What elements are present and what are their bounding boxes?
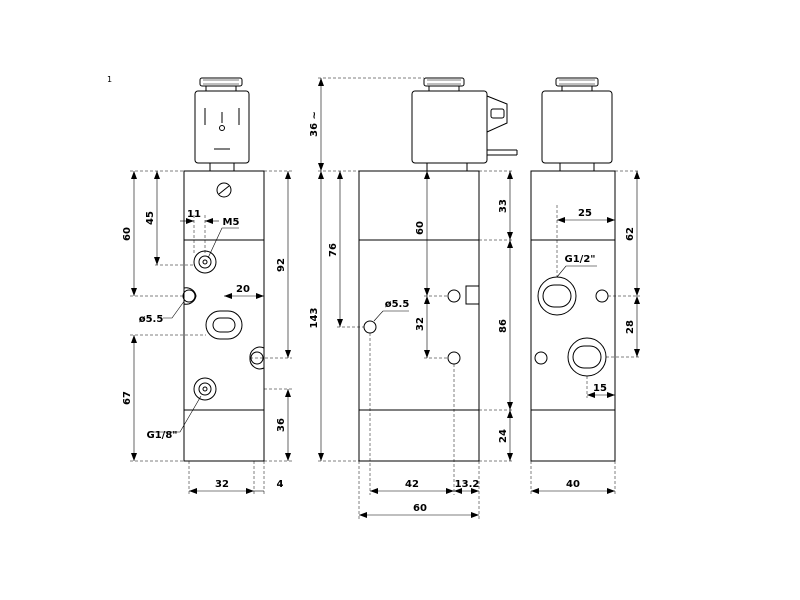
- dim-28-right: 28: [625, 320, 636, 334]
- manual-override-screw: [216, 182, 232, 198]
- dim-25-right: 25: [578, 208, 592, 219]
- dim-36-front: 36: [276, 418, 287, 432]
- dim-15-right: 15: [593, 383, 607, 394]
- dim-32-front: 32: [215, 479, 229, 490]
- side-valve-body: [358, 170, 480, 462]
- g12-port-lower: [567, 337, 607, 377]
- dim-60-side-bottom: 60: [413, 503, 427, 514]
- side-mounting-hole: [363, 320, 377, 334]
- dim-32-side: 32: [415, 317, 426, 331]
- side-coil: [411, 90, 488, 164]
- dim-20-front: 20: [236, 284, 250, 295]
- front-valve-body: [183, 170, 265, 462]
- right-view: 25 62 G1/2" 28 15 40: [530, 77, 640, 495]
- thread-m5-label: M5: [223, 217, 240, 228]
- dim-40-right: 40: [566, 479, 580, 490]
- dim-4-front: 4: [277, 479, 284, 490]
- g18-port: [193, 377, 217, 401]
- dim-60-side-top: 60: [415, 221, 426, 235]
- side-port-lower: [447, 351, 461, 365]
- dim-13-2-side: 13.2: [455, 479, 480, 490]
- front-knurled-cap: [199, 77, 243, 87]
- dim-24-side: 24: [498, 429, 509, 443]
- dim-11-front: 11: [187, 209, 201, 220]
- dim-42-side: 42: [405, 479, 419, 490]
- right-valve-body: [530, 170, 616, 462]
- front-coil: [194, 90, 250, 164]
- right-knurled-cap: [555, 77, 599, 87]
- hole-dia-front: ø5.5: [139, 314, 164, 325]
- g12-port-upper: [537, 276, 577, 316]
- thread-g18-label: G1/8": [147, 430, 178, 441]
- side-knurled-cap: [423, 77, 465, 87]
- dim-86-side: 86: [498, 319, 509, 333]
- center-port: [205, 310, 243, 340]
- dim-67-front: 67: [122, 391, 133, 405]
- dim-62-right: 62: [625, 227, 636, 241]
- dim-76-side: 76: [328, 243, 339, 257]
- side-view: 36 ~ 60 76 143 ø5.5 32 33 86 24 42 13.2 …: [309, 77, 518, 520]
- right-hole-lower: [534, 351, 548, 365]
- front-view: 60 45 11 M5 92 ø5.5 20 67 36 G1/8" 32 4: [122, 77, 292, 495]
- dim-36-tilde-side: 36 ~: [309, 111, 320, 137]
- thread-g12-label: G1/2": [565, 254, 596, 265]
- dim-60-front: 60: [122, 227, 133, 241]
- dim-33-side: 33: [498, 199, 509, 213]
- dim-45-front: 45: [145, 211, 156, 225]
- dim-143-side: 143: [309, 308, 320, 329]
- right-hole-upper: [595, 289, 609, 303]
- side-connector: [486, 95, 508, 133]
- hole-dia-side: ø5.5: [385, 299, 410, 310]
- right-coil: [541, 90, 613, 164]
- dim-92-front: 92: [276, 258, 287, 272]
- m5-port: [193, 250, 217, 274]
- side-port-upper: [447, 289, 461, 303]
- page-number: 1: [107, 75, 112, 84]
